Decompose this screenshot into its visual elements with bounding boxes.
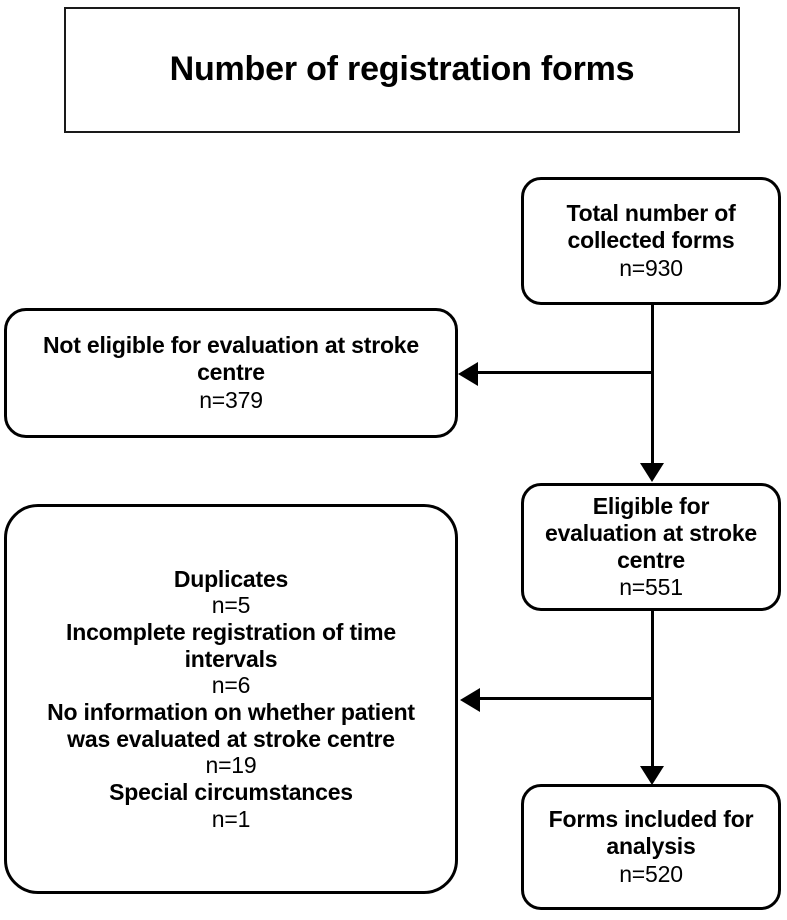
node-not-eligible-label: Not eligible for evaluation at stroke ce…: [42, 332, 419, 386]
excluded-item-label: Duplicates: [173, 565, 289, 592]
excluded-item-count: n=5: [211, 592, 251, 619]
excluded-item-label: Incomplete registration of time interval…: [66, 618, 396, 672]
node-total-collected-forms: Total number of collected forms n=930: [521, 177, 781, 305]
node-eligible: Eligible for evaluation at stroke centre…: [521, 483, 781, 611]
figure-title-box: Number of registration forms: [64, 7, 740, 133]
connector-total-to-not-eligible-line: [478, 371, 653, 374]
node-excluded-reasons: Duplicates n=5 Incomplete registration o…: [4, 504, 458, 894]
node-forms-included-label: Forms included for analysis: [548, 806, 754, 860]
connector-eligible-to-included-line: [651, 611, 654, 769]
node-total-collected-forms-label: Total number of collected forms: [566, 200, 736, 254]
connector-total-to-not-eligible-arrowhead: [458, 362, 478, 386]
connector-eligible-to-excluded-line: [480, 697, 653, 700]
connector-total-to-eligible-arrowhead: [640, 463, 664, 482]
excluded-item-label: No information on whether patient was ev…: [47, 699, 415, 752]
node-forms-included: Forms included for analysis n=520: [521, 784, 781, 910]
excluded-item-label: Special circumstances: [109, 779, 353, 806]
excluded-item-count: n=19: [205, 752, 257, 779]
connector-eligible-to-included-arrowhead: [640, 766, 664, 785]
node-eligible-count: n=551: [619, 574, 683, 601]
excluded-item-count: n=6: [211, 672, 251, 699]
connector-total-to-eligible-line: [651, 305, 654, 465]
page-title: Number of registration forms: [169, 50, 635, 89]
node-total-collected-forms-count: n=930: [619, 254, 683, 281]
node-not-eligible-count: n=379: [199, 386, 263, 413]
node-eligible-label: Eligible for evaluation at stroke centre: [544, 492, 758, 573]
excluded-item-count: n=1: [211, 805, 251, 832]
connector-eligible-to-excluded-arrowhead: [460, 688, 480, 712]
node-not-eligible: Not eligible for evaluation at stroke ce…: [4, 308, 458, 438]
node-forms-included-count: n=520: [619, 860, 683, 887]
